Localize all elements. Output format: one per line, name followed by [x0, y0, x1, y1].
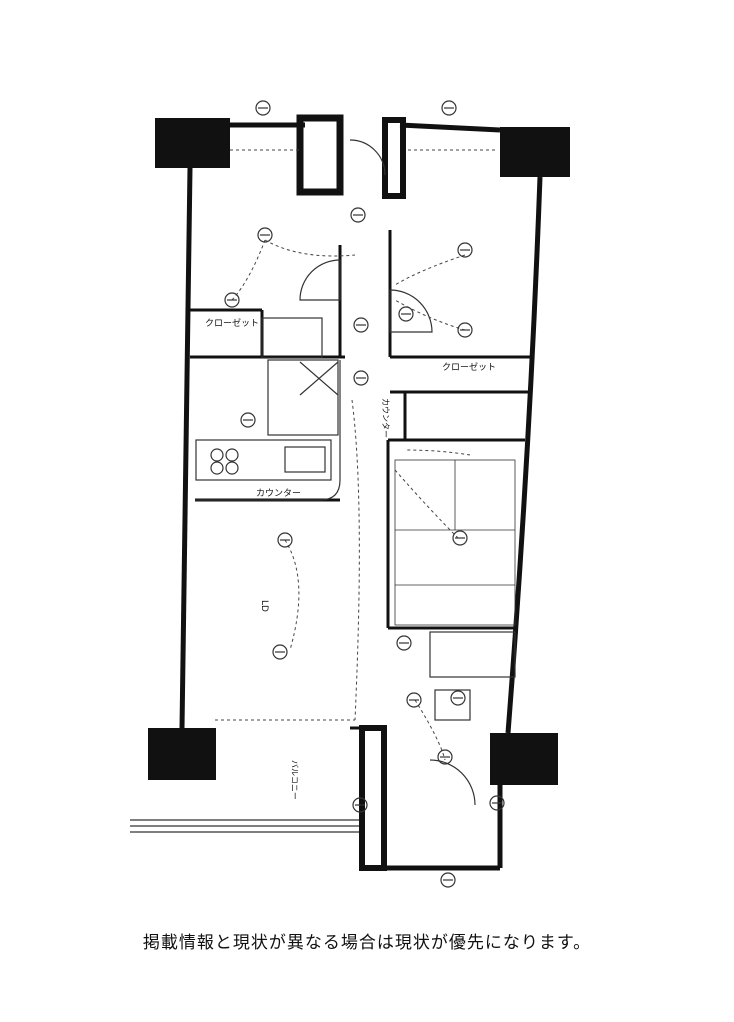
balcony-label: バルコニー — [290, 760, 299, 800]
exterior-wall-left — [179, 167, 193, 729]
column-bottom-left — [148, 728, 216, 780]
door-swing-1 — [299, 259, 341, 301]
toilet-room — [261, 317, 323, 359]
entrance-wall — [359, 725, 387, 871]
bath-unit — [267, 359, 339, 436]
washroom — [429, 631, 516, 678]
bath-diag-2 — [299, 361, 339, 396]
ldk-label: LD — [259, 600, 269, 612]
door-swing-4 — [429, 759, 476, 806]
kitchen-counter-curve — [195, 360, 341, 501]
ceiling-light-icon — [224, 100, 505, 888]
stove-burner-3 — [210, 461, 224, 475]
counter-label: カウンター — [256, 488, 301, 499]
stove-burner-4 — [225, 461, 239, 475]
column-bottom-right — [490, 733, 558, 785]
door-swing-2 — [389, 289, 433, 333]
kitchen-sink — [284, 446, 326, 473]
column-top-left — [155, 118, 230, 168]
balcony-railing — [130, 819, 365, 833]
closet-left-label: クローゼット — [205, 317, 259, 329]
interior-walls — [190, 230, 530, 730]
counter-vertical-label: カウンター — [381, 398, 390, 438]
kitchen-counter — [195, 439, 332, 481]
washbasin — [434, 689, 471, 721]
entry-shaft — [382, 117, 406, 199]
exterior-wall-top-b — [399, 122, 501, 133]
door-swing-3 — [349, 139, 386, 176]
disclaimer-notice: 掲載情報と現状が異なる場合は現状が優先になります。 — [142, 933, 592, 953]
closet-right-label: クローゼット — [442, 361, 496, 373]
exterior-wall-right — [505, 176, 543, 734]
tatami-room — [394, 459, 516, 626]
pipe-shaft — [296, 114, 344, 196]
stove-burner-2 — [225, 448, 239, 462]
column-top-right — [500, 127, 570, 177]
stove-burner-1 — [210, 448, 224, 462]
